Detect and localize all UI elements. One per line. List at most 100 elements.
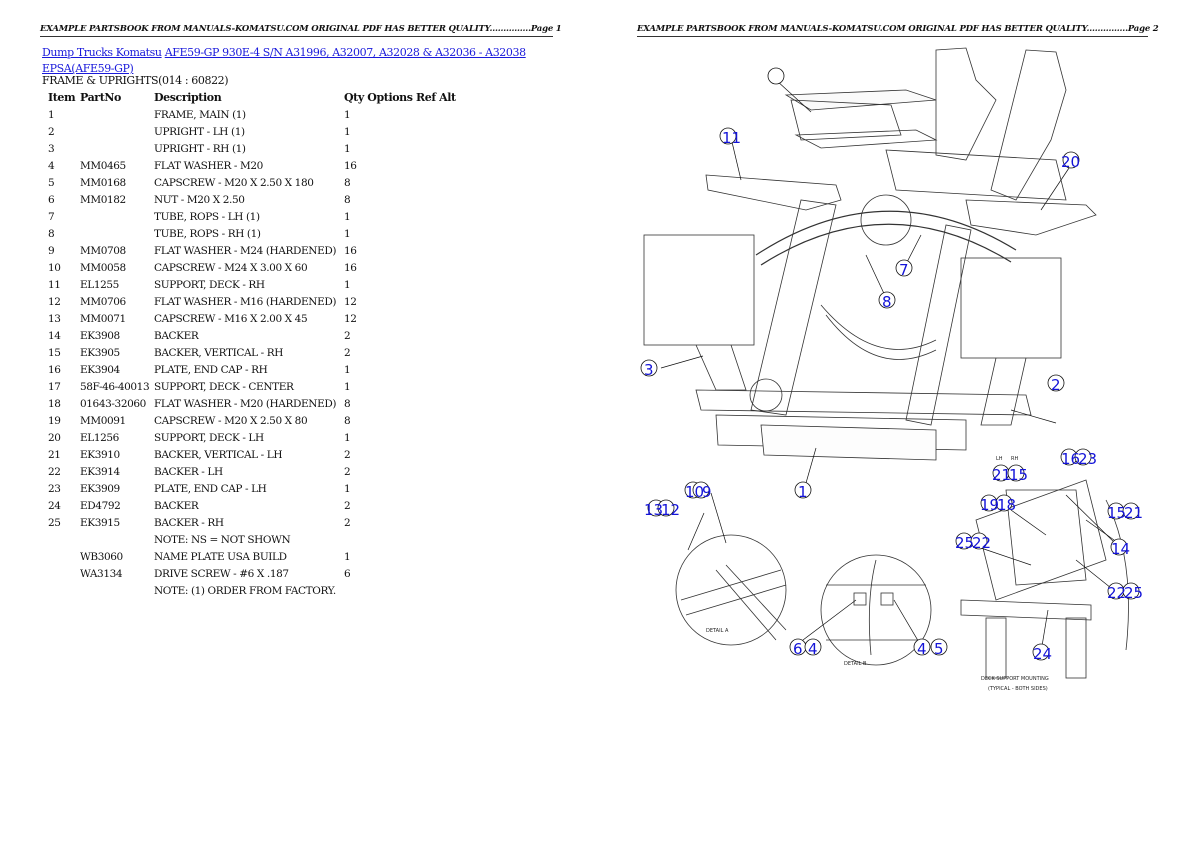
row-description: BACKER, VERTICAL - RH [154, 346, 284, 359]
deck-caption-1: DECK SUPPORT MOUNTING [981, 676, 1049, 682]
row-item: 7 [48, 210, 55, 223]
row-qty: 8 [344, 176, 351, 189]
callout-4b: 4 [917, 640, 927, 658]
row-description: NOTE: NS = NOT SHOWN [154, 533, 291, 546]
detail-a-label: DETAIL A [706, 628, 729, 634]
row-qty: 1 [344, 550, 351, 563]
row-partno [78, 106, 152, 123]
row-description: CAPSCREW - M20 X 2.50 X 80 [154, 414, 308, 427]
row-description: UPRIGHT - LH (1) [154, 125, 245, 138]
callout-22a: 22 [972, 534, 991, 552]
callout-3: 3 [644, 361, 654, 379]
row-partno: MM0168 [80, 176, 126, 189]
callout-7: 7 [899, 261, 909, 279]
detail-b-label: DETAIL B [844, 661, 867, 667]
row-partno: EK3914 [80, 465, 120, 478]
table-row: NOTE: (1) ORDER FROM FACTORY. [46, 582, 458, 599]
callout-23: 23 [1078, 450, 1097, 468]
page-2-header: EXAMPLE PARTSBOOK FROM MANUALS-KOMATSU.C… [637, 24, 1159, 37]
row-qty: 2 [344, 465, 351, 478]
callout-24: 24 [1033, 645, 1052, 663]
rh-label: RH [1011, 456, 1018, 462]
row-item: 15 [48, 346, 61, 359]
row-qty: 2 [344, 448, 351, 461]
row-item: 17 [48, 380, 61, 393]
row-partno: MM0182 [80, 193, 126, 206]
row-qty: 12 [344, 295, 357, 308]
row-description: BACKER [154, 329, 199, 342]
parts-diagram: 11 20 7 8 3 2 1 10 9 13 12 6 4 4 5 16 23… [640, 47, 1143, 692]
row-description: NOTE: (1) ORDER FROM FACTORY. [154, 584, 336, 597]
row-qty: 2 [344, 516, 351, 529]
row-partno [78, 531, 152, 548]
row-item: 8 [48, 227, 55, 240]
row-item: 4 [48, 159, 55, 172]
callout-20: 20 [1061, 153, 1080, 171]
row-qty: 8 [344, 414, 351, 427]
callout-labels: 11 20 7 8 3 2 1 10 9 13 12 6 4 4 5 16 23… [644, 129, 1143, 663]
row-description: BACKER - LH [154, 465, 223, 478]
lh-label: LH [996, 456, 1003, 462]
row-description: NAME PLATE USA BUILD [154, 550, 287, 563]
callout-1: 1 [798, 483, 808, 501]
callout-12: 12 [661, 501, 680, 519]
callout-25a: 25 [955, 534, 974, 552]
callout-9: 9 [702, 483, 712, 501]
row-description: CAPSCREW - M24 X 3.00 X 60 [154, 261, 308, 274]
row-item: 23 [48, 482, 61, 495]
callout-10: 10 [685, 483, 704, 501]
row-item: 19 [48, 414, 61, 427]
row-item: 14 [48, 329, 61, 342]
row-qty: 2 [344, 499, 351, 512]
breadcrumb-link-model[interactable]: AFE59-GP 930E-4 S/N A31996, A32007, A320… [164, 46, 526, 59]
row-item: 24 [48, 499, 61, 512]
row-item: 20 [48, 431, 61, 444]
row-partno: WA3134 [80, 567, 123, 580]
row-item [46, 565, 78, 582]
row-description: SUPPORT, DECK - LH [154, 431, 264, 444]
section-title: FRAME & UPRIGHTS(014 : 60822) [42, 74, 229, 87]
row-partno: EK3908 [80, 329, 120, 342]
row-qty: 6 [344, 567, 351, 580]
row-qty: 1 [344, 125, 351, 138]
breadcrumb-link-epsa[interactable]: EPSA(AFE59-GP) [42, 62, 134, 75]
callout-14: 14 [1111, 540, 1130, 558]
row-item: 2 [48, 125, 55, 138]
row-qty: 2 [344, 329, 351, 342]
row-item [46, 548, 78, 565]
row-item: 3 [48, 142, 55, 155]
col-description: Description [154, 91, 222, 104]
row-item: 25 [48, 516, 61, 529]
row-qty: 8 [344, 397, 351, 410]
breadcrumb-link-dump-trucks[interactable]: Dump Trucks Komatsu [42, 46, 162, 59]
row-partno [78, 123, 152, 140]
row-partno [78, 582, 152, 599]
row-description: FRAME, MAIN (1) [154, 108, 246, 121]
parts-table: Item PartNo Description Qty Options Ref … [46, 89, 458, 599]
row-partno [78, 140, 152, 157]
col-item: Item [48, 91, 76, 104]
row-partno: 58F-46-40013 [80, 380, 150, 393]
callout-15b: 15 [1107, 504, 1126, 522]
table-row: 2 UPRIGHT - LH (1) 1 [46, 123, 458, 140]
row-item: 21 [48, 448, 61, 461]
row-partno: MM0706 [80, 295, 126, 308]
row-qty [342, 531, 458, 548]
row-description: BACKER, VERTICAL - LH [154, 448, 283, 461]
row-qty: 16 [344, 261, 357, 274]
callout-6: 6 [793, 640, 803, 658]
